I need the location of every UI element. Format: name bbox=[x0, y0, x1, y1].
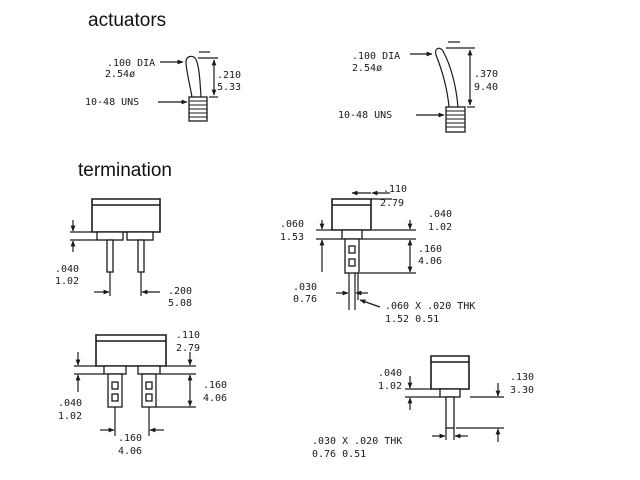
term-solder-lug-left-hole bbox=[111, 381, 119, 390]
actuator-long-dia-mm: 2.54ø bbox=[352, 63, 382, 74]
term-center-top-in: .110 bbox=[383, 184, 407, 195]
actuator-long-height-in: .370 bbox=[474, 69, 498, 80]
term-center-lug-hole2 bbox=[348, 258, 356, 267]
term-center-left-in: .060 bbox=[280, 219, 304, 230]
term-single-offset-mm: 1.02 bbox=[378, 381, 402, 392]
term-solder-length-in: .160 bbox=[203, 380, 227, 391]
term-center-pin-mm: 0.76 bbox=[293, 294, 317, 305]
term-center: .110 2.79 .060 1.53 .040 1.02 .160 4.06 … bbox=[280, 184, 475, 325]
actuator-short-thread-label: 10-48 UNS bbox=[85, 97, 139, 108]
term-pc-straight-offset-mm: 1.02 bbox=[55, 276, 79, 287]
heading-actuators: actuators bbox=[88, 10, 166, 31]
term-pc-straight-pin-left bbox=[106, 239, 114, 273]
term-pc-straight-offset-in: .040 bbox=[55, 264, 79, 275]
term-solder-offset-in: .040 bbox=[58, 398, 82, 409]
term-single-pin bbox=[445, 396, 455, 429]
term-single-offset-in: .040 bbox=[378, 368, 402, 379]
actuator-long-lever bbox=[435, 47, 459, 108]
term-pc-straight-spacing-in: .200 bbox=[168, 286, 192, 297]
actuator-short-dia-in: .100 DIA bbox=[107, 58, 155, 69]
term-center-thk-mm: 1.52 0.51 bbox=[385, 314, 439, 325]
term-solder-lug-right-hole bbox=[145, 381, 153, 390]
actuator-long-thread-label: 10-48 UNS bbox=[338, 110, 392, 121]
term-solder-lug-left bbox=[107, 373, 123, 408]
actuator-long-height-mm: 9.40 bbox=[474, 82, 498, 93]
term-single-length-in: .130 bbox=[510, 372, 534, 383]
term-pc-straight-pin-right-collar bbox=[126, 231, 154, 241]
term-solder: .110 2.79 .040 1.02 .160 4.06 .160 4.06 bbox=[58, 330, 227, 457]
term-center-lug bbox=[344, 238, 360, 274]
actuator-short: .100 DIA 2.54ø .210 5.33 10-48 UNS bbox=[85, 51, 241, 122]
term-center-right-in: .040 bbox=[428, 209, 452, 220]
term-solder-lug-left-hole2 bbox=[111, 393, 119, 402]
actuator-short-height-mm: 5.33 bbox=[217, 82, 241, 93]
term-solder-collar-right bbox=[137, 365, 161, 375]
term-solder-top-mm: 2.79 bbox=[176, 343, 200, 354]
term-center-length-in: .160 bbox=[418, 244, 442, 255]
actuator-long: .100 DIA 2.54ø .370 9.40 10-48 UNS bbox=[338, 41, 498, 133]
term-pc-straight-pin-right bbox=[137, 239, 145, 273]
term-solder-spacing-mm: 4.06 bbox=[118, 446, 142, 457]
term-center-lug-hole1 bbox=[348, 245, 356, 254]
term-center-length-mm: 4.06 bbox=[418, 256, 442, 267]
actuator-short-lever bbox=[185, 55, 202, 98]
actuator-short-thread bbox=[189, 100, 207, 118]
term-pc-straight-housing bbox=[91, 198, 161, 233]
term-single-thk-in: .030 X .020 THK bbox=[312, 436, 402, 447]
term-single-collar bbox=[439, 388, 461, 398]
term-pc-straight-spacing-mm: 5.08 bbox=[168, 298, 192, 309]
heading-termination: termination bbox=[78, 160, 172, 181]
term-pc-straight-pin-left-collar bbox=[96, 231, 124, 241]
term-solder-lug-right bbox=[141, 373, 157, 408]
term-center-right-mm: 1.02 bbox=[428, 222, 452, 233]
term-single-thk-mm: 0.76 0.51 bbox=[312, 449, 366, 460]
term-solder-lug-right-hole2 bbox=[145, 393, 153, 402]
actuator-long-dia-in: .100 DIA bbox=[352, 51, 400, 62]
term-center-thk-leader bbox=[359, 299, 381, 308]
term-solder-collar-left bbox=[103, 365, 127, 375]
term-single-length-mm: 3.30 bbox=[510, 385, 534, 396]
actuator-long-thread bbox=[446, 110, 465, 128]
term-center-left-mm: 1.53 bbox=[280, 232, 304, 243]
actuator-short-height-in: .210 bbox=[217, 70, 241, 81]
actuator-short-dia-mm: 2.54ø bbox=[105, 69, 135, 80]
term-solder-length-mm: 4.06 bbox=[203, 393, 227, 404]
term-center-pin-in: .030 bbox=[293, 282, 317, 293]
term-pc-straight: .040 1.02 .200 5.08 bbox=[55, 198, 192, 309]
term-solder-spacing-in: .160 bbox=[118, 433, 142, 444]
term-single-housing bbox=[430, 355, 470, 390]
term-solder-housing bbox=[95, 334, 167, 367]
term-solder-top-in: .110 bbox=[176, 330, 200, 341]
term-single: .040 1.02 .130 3.30 .030 X .020 THK 0.76… bbox=[312, 355, 534, 460]
term-center-thk-in: .060 X .020 THK bbox=[385, 301, 475, 312]
term-solder-offset-mm: 1.02 bbox=[58, 411, 82, 422]
term-center-housing bbox=[331, 198, 372, 231]
term-center-top-mm: 2.79 bbox=[380, 198, 404, 209]
term-center-collar bbox=[341, 229, 363, 240]
